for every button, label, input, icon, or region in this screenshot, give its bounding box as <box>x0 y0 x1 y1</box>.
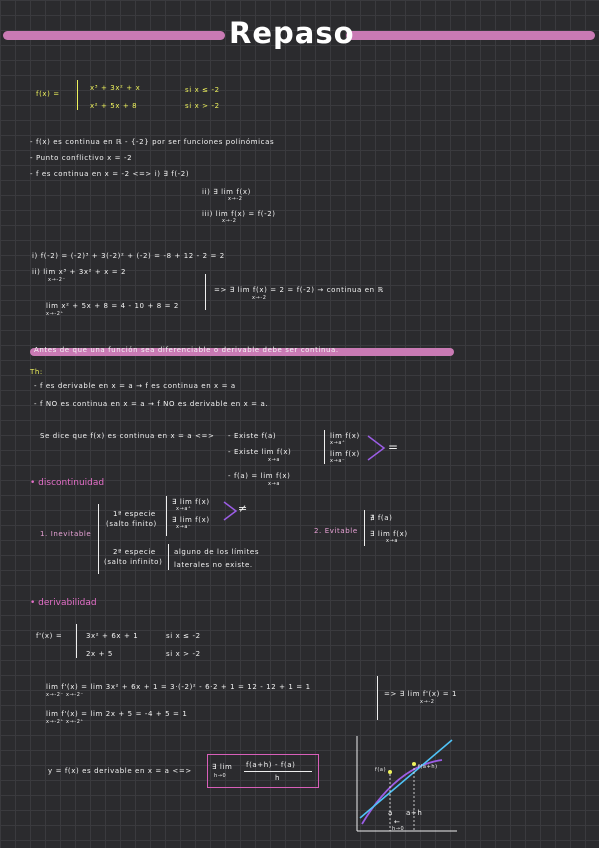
func1-piece2: x² + 5x + 8 <box>90 102 138 110</box>
func1-lhs: f(x) = <box>36 90 60 98</box>
esp1-sub: (salto finito) <box>106 520 157 528</box>
graph-a: a <box>388 809 393 817</box>
discontinuidad-heading: • discontinuidad <box>30 478 105 488</box>
th-line2: - f NO es continua en x = a → f NO es de… <box>34 400 269 408</box>
esp2-label: 2ª especie <box>113 548 156 556</box>
derivdef-box <box>207 754 319 788</box>
page-title: Repaso <box>229 16 355 50</box>
esp1-arrow <box>223 501 238 521</box>
deriv-l1-sub: x→-2⁻ x→-2⁻ <box>46 692 84 698</box>
esp1-label: 1ª especie <box>113 510 156 518</box>
calc-result: => ∃ lim f(x) = 2 = f(-2) → continua en … <box>214 286 384 294</box>
esp1-r1-sub: x→a⁺ <box>176 506 192 512</box>
derivdef-den: h <box>275 774 281 782</box>
def-side1: lim f(x) <box>330 432 360 440</box>
def-side-brace <box>324 430 325 464</box>
title-bar-right <box>346 31 595 40</box>
evitable-label: 2. Evitable <box>314 527 358 535</box>
derivabilidad-heading: • derivabilidad <box>30 598 97 608</box>
graph-fah: f(a+h) <box>418 764 438 770</box>
esp1-r2: ∃ lim f(x) <box>172 516 210 524</box>
th-label: Th: <box>30 368 43 376</box>
tangent-graph <box>356 736 457 832</box>
deriv-result-brace <box>377 676 378 720</box>
bullet-2: - Punto conflictivo x = -2 <box>30 154 133 162</box>
th-line1: - f es derivable en x = a → f es continu… <box>34 382 236 390</box>
calc-ii: ii) lim x³ + 3x² + x = 2 <box>32 268 127 276</box>
func1-piece1: x³ + 3x² + x <box>90 84 141 92</box>
derivdef-text: y = f(x) es derivable en x = a <=> <box>48 767 192 775</box>
cond-iii: iii) lim f(x) = f(-2) <box>202 210 276 218</box>
graph-arrow: ← <box>394 818 401 826</box>
calc-ii-sub: x→-2⁻ <box>48 277 66 283</box>
graph-ah: a+h <box>406 809 423 817</box>
esp1-neq: ≠ <box>238 502 248 515</box>
highlight-text: Antes de que una función sea diferenciab… <box>34 346 339 354</box>
inevitable-label: 1. Inevitable <box>40 530 92 538</box>
esp1-r2-sub: x→a⁻ <box>176 524 192 530</box>
cond-iii-sub: x→-2 <box>222 218 237 224</box>
deriv-p2: 2x + 5 <box>86 650 113 658</box>
def-eq: = <box>388 440 399 454</box>
func1-piece1-cond: si x ≤ -2 <box>185 86 220 94</box>
ev-r2-sub: x→a <box>386 538 399 544</box>
deriv-result: => ∃ lim f'(x) = 1 <box>384 690 458 698</box>
deriv-p2-cond: si x > -2 <box>166 650 201 658</box>
derivdef-lim: ∃ lim <box>212 763 233 771</box>
ev-r2: ∃ lim f(x) <box>370 530 408 538</box>
def-c2-sub: x→a <box>268 457 281 463</box>
inevitable-brace <box>98 504 99 574</box>
def-side2-sub: x→a⁻ <box>330 458 346 464</box>
deriv-p1: 3x² + 6x + 1 <box>86 632 139 640</box>
def-c1: - Existe f(a) <box>228 432 277 440</box>
def-c2: - Existe lim f(x) <box>228 448 292 456</box>
esp2-r1: alguno de los límites <box>174 548 260 556</box>
calc-ii-b-sub: x→-2⁺ <box>46 311 64 317</box>
esp2-sub: (salto infinito) <box>104 558 163 566</box>
deriv-brace <box>76 624 77 658</box>
deriv-l2: lim f'(x) = lim 2x + 5 = -4 + 5 = 1 <box>46 710 188 718</box>
def-side2: lim f(x) <box>330 450 360 458</box>
def-arrow <box>367 435 386 461</box>
esp1-brace <box>166 496 167 536</box>
calc-result-sub: x→-2 <box>252 295 267 301</box>
deriv-result-sub: x→-2 <box>420 699 435 705</box>
func1-brace <box>77 80 78 110</box>
esp1-r1: ∃ lim f(x) <box>172 498 210 506</box>
cond-ii-sub: x→-2 <box>228 196 243 202</box>
esp2-brace <box>168 544 169 570</box>
derivdef-sub: h→0 <box>214 773 227 779</box>
calc-brace <box>205 274 206 310</box>
def-side1-sub: x→a⁺ <box>330 440 346 446</box>
graph-fa: f(a) <box>375 767 387 773</box>
calc-i: i) f(-2) = (-2)³ + 3(-2)² + (-2) = -8 + … <box>32 252 225 260</box>
deriv-p1-cond: si x ≤ -2 <box>166 632 201 640</box>
cond-ii: ii) ∃ lim f(x) <box>202 188 251 196</box>
func1-piece2-cond: si x > -2 <box>185 102 220 110</box>
def-lead: Se dice que f(x) es continua en x = a <=… <box>40 432 215 440</box>
highlight-bar <box>30 348 454 356</box>
deriv-l2-sub: x→-2⁺ x→-2⁺ <box>46 719 84 725</box>
esp2-r2: laterales no existe. <box>174 561 253 569</box>
graph-h: h→0 <box>392 826 405 832</box>
ev-r1: ∄ f(a) <box>370 514 393 522</box>
evitable-brace <box>364 510 365 546</box>
deriv-l1: lim f'(x) = lim 3x² + 6x + 1 = 3·(-2)² -… <box>46 683 311 691</box>
calc-ii-b: lim x² + 5x + 8 = 4 - 10 + 8 = 2 <box>46 302 179 310</box>
title-bar-left <box>3 31 225 40</box>
bullet-1: - f(x) es continua en ℝ - {-2} por ser f… <box>30 138 275 146</box>
derivdef-fraction-line <box>244 771 312 772</box>
def-c3: - f(a) = lim f(x) <box>228 472 291 480</box>
derivdef-num: f(a+h) - f(a) <box>246 761 296 769</box>
deriv-lhs: f'(x) = <box>36 632 63 640</box>
bullet-3: - f es continua en x = -2 <=> i) ∃ f(-2) <box>30 170 190 178</box>
def-c3-sub: x→a <box>268 481 281 487</box>
